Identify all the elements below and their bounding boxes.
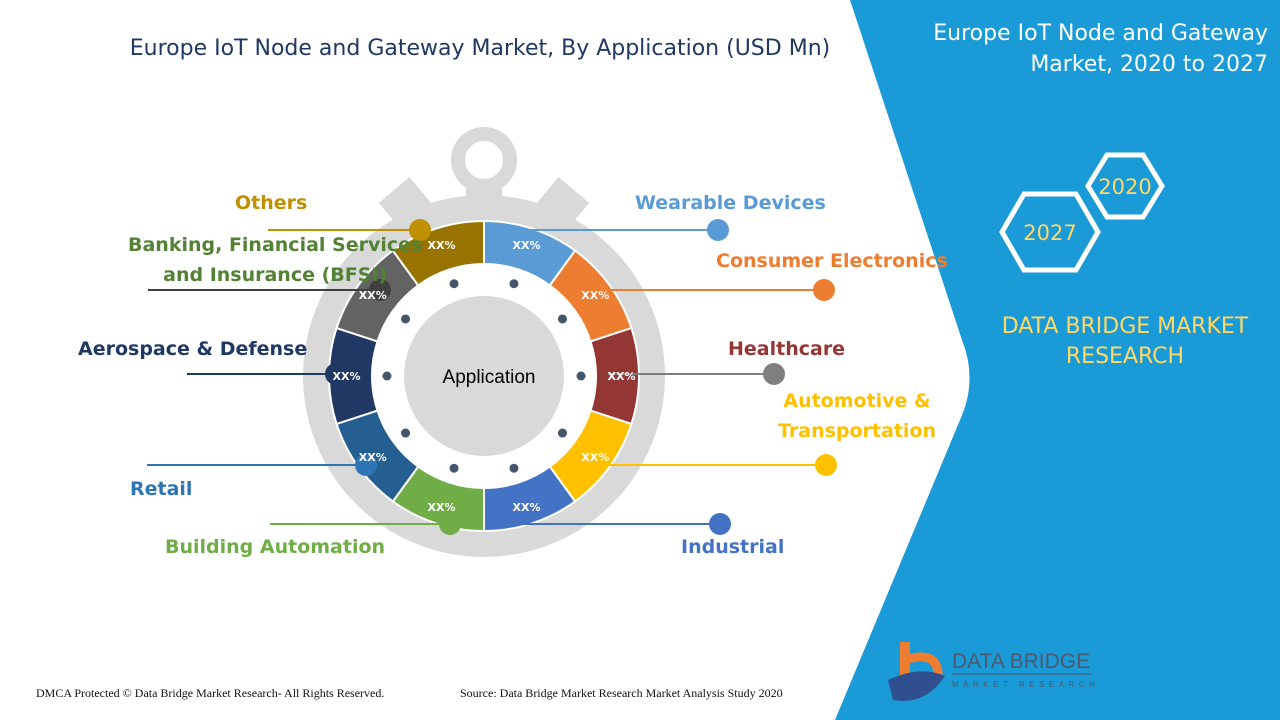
year-end: 2027 — [1023, 221, 1076, 245]
leader-dot — [409, 219, 431, 241]
hexagon-2020 — [1085, 152, 1165, 220]
value-label: XX% — [359, 451, 387, 464]
value-label: XX% — [512, 501, 540, 514]
year-start: 2020 — [1098, 175, 1151, 199]
tick-dot — [557, 428, 567, 438]
leader-dot — [707, 219, 729, 241]
category-label: Consumer Electronics — [716, 250, 948, 272]
category-label: Automotive &Transportation — [778, 390, 937, 442]
right-panel-background — [835, 0, 1280, 720]
leader-dot — [709, 513, 731, 535]
value-label: XX% — [428, 239, 456, 252]
tick-dot — [509, 463, 519, 473]
center-label: Application — [443, 367, 536, 388]
category-label: Industrial — [681, 536, 785, 558]
logo: DATA BRIDGE MARKET RESEARCH — [888, 642, 1099, 701]
leader-dot — [763, 363, 785, 385]
leader-dot — [325, 363, 347, 385]
value-label: XX% — [581, 451, 609, 464]
tick-dot — [382, 371, 392, 381]
tick-dot — [557, 314, 567, 324]
leader-dot — [355, 454, 377, 476]
center-circle — [404, 296, 564, 456]
source-note: Source: Data Bridge Market Research Mark… — [460, 686, 783, 700]
value-label: XX% — [333, 370, 361, 383]
tick-dot — [401, 428, 411, 438]
svg-text:MARKET RESEARCH: MARKET RESEARCH — [952, 680, 1099, 689]
category-label: Retail — [130, 478, 193, 500]
value-label: XX% — [608, 370, 636, 383]
tick-dot — [449, 279, 459, 289]
tick-dot — [576, 371, 586, 381]
svg-text:DATA BRIDGE: DATA BRIDGE — [952, 650, 1090, 673]
value-label: XX% — [428, 501, 456, 514]
category-label: Others — [235, 192, 308, 214]
value-label: XX% — [359, 289, 387, 302]
category-label: Healthcare — [728, 338, 846, 360]
leader-dot — [813, 279, 835, 301]
value-label: XX% — [512, 239, 540, 252]
leader-dot — [369, 279, 391, 301]
hexagon-2027 — [999, 191, 1101, 273]
dmca-notice: DMCA Protected © Data Bridge Market Rese… — [36, 686, 385, 700]
value-label: XX% — [581, 289, 609, 302]
chart-title: Europe IoT Node and Gateway Market, By A… — [129, 36, 831, 61]
tick-dot — [509, 279, 519, 289]
leader-dot — [815, 454, 837, 476]
category-label: Aerospace & Defense — [78, 338, 308, 360]
tick-dot — [401, 314, 411, 324]
category-label: Wearable Devices — [635, 192, 826, 214]
tick-dot — [449, 463, 459, 473]
year-hexagons — [999, 152, 1165, 273]
category-label: Building Automation — [165, 536, 386, 558]
leader-dot — [439, 513, 461, 535]
